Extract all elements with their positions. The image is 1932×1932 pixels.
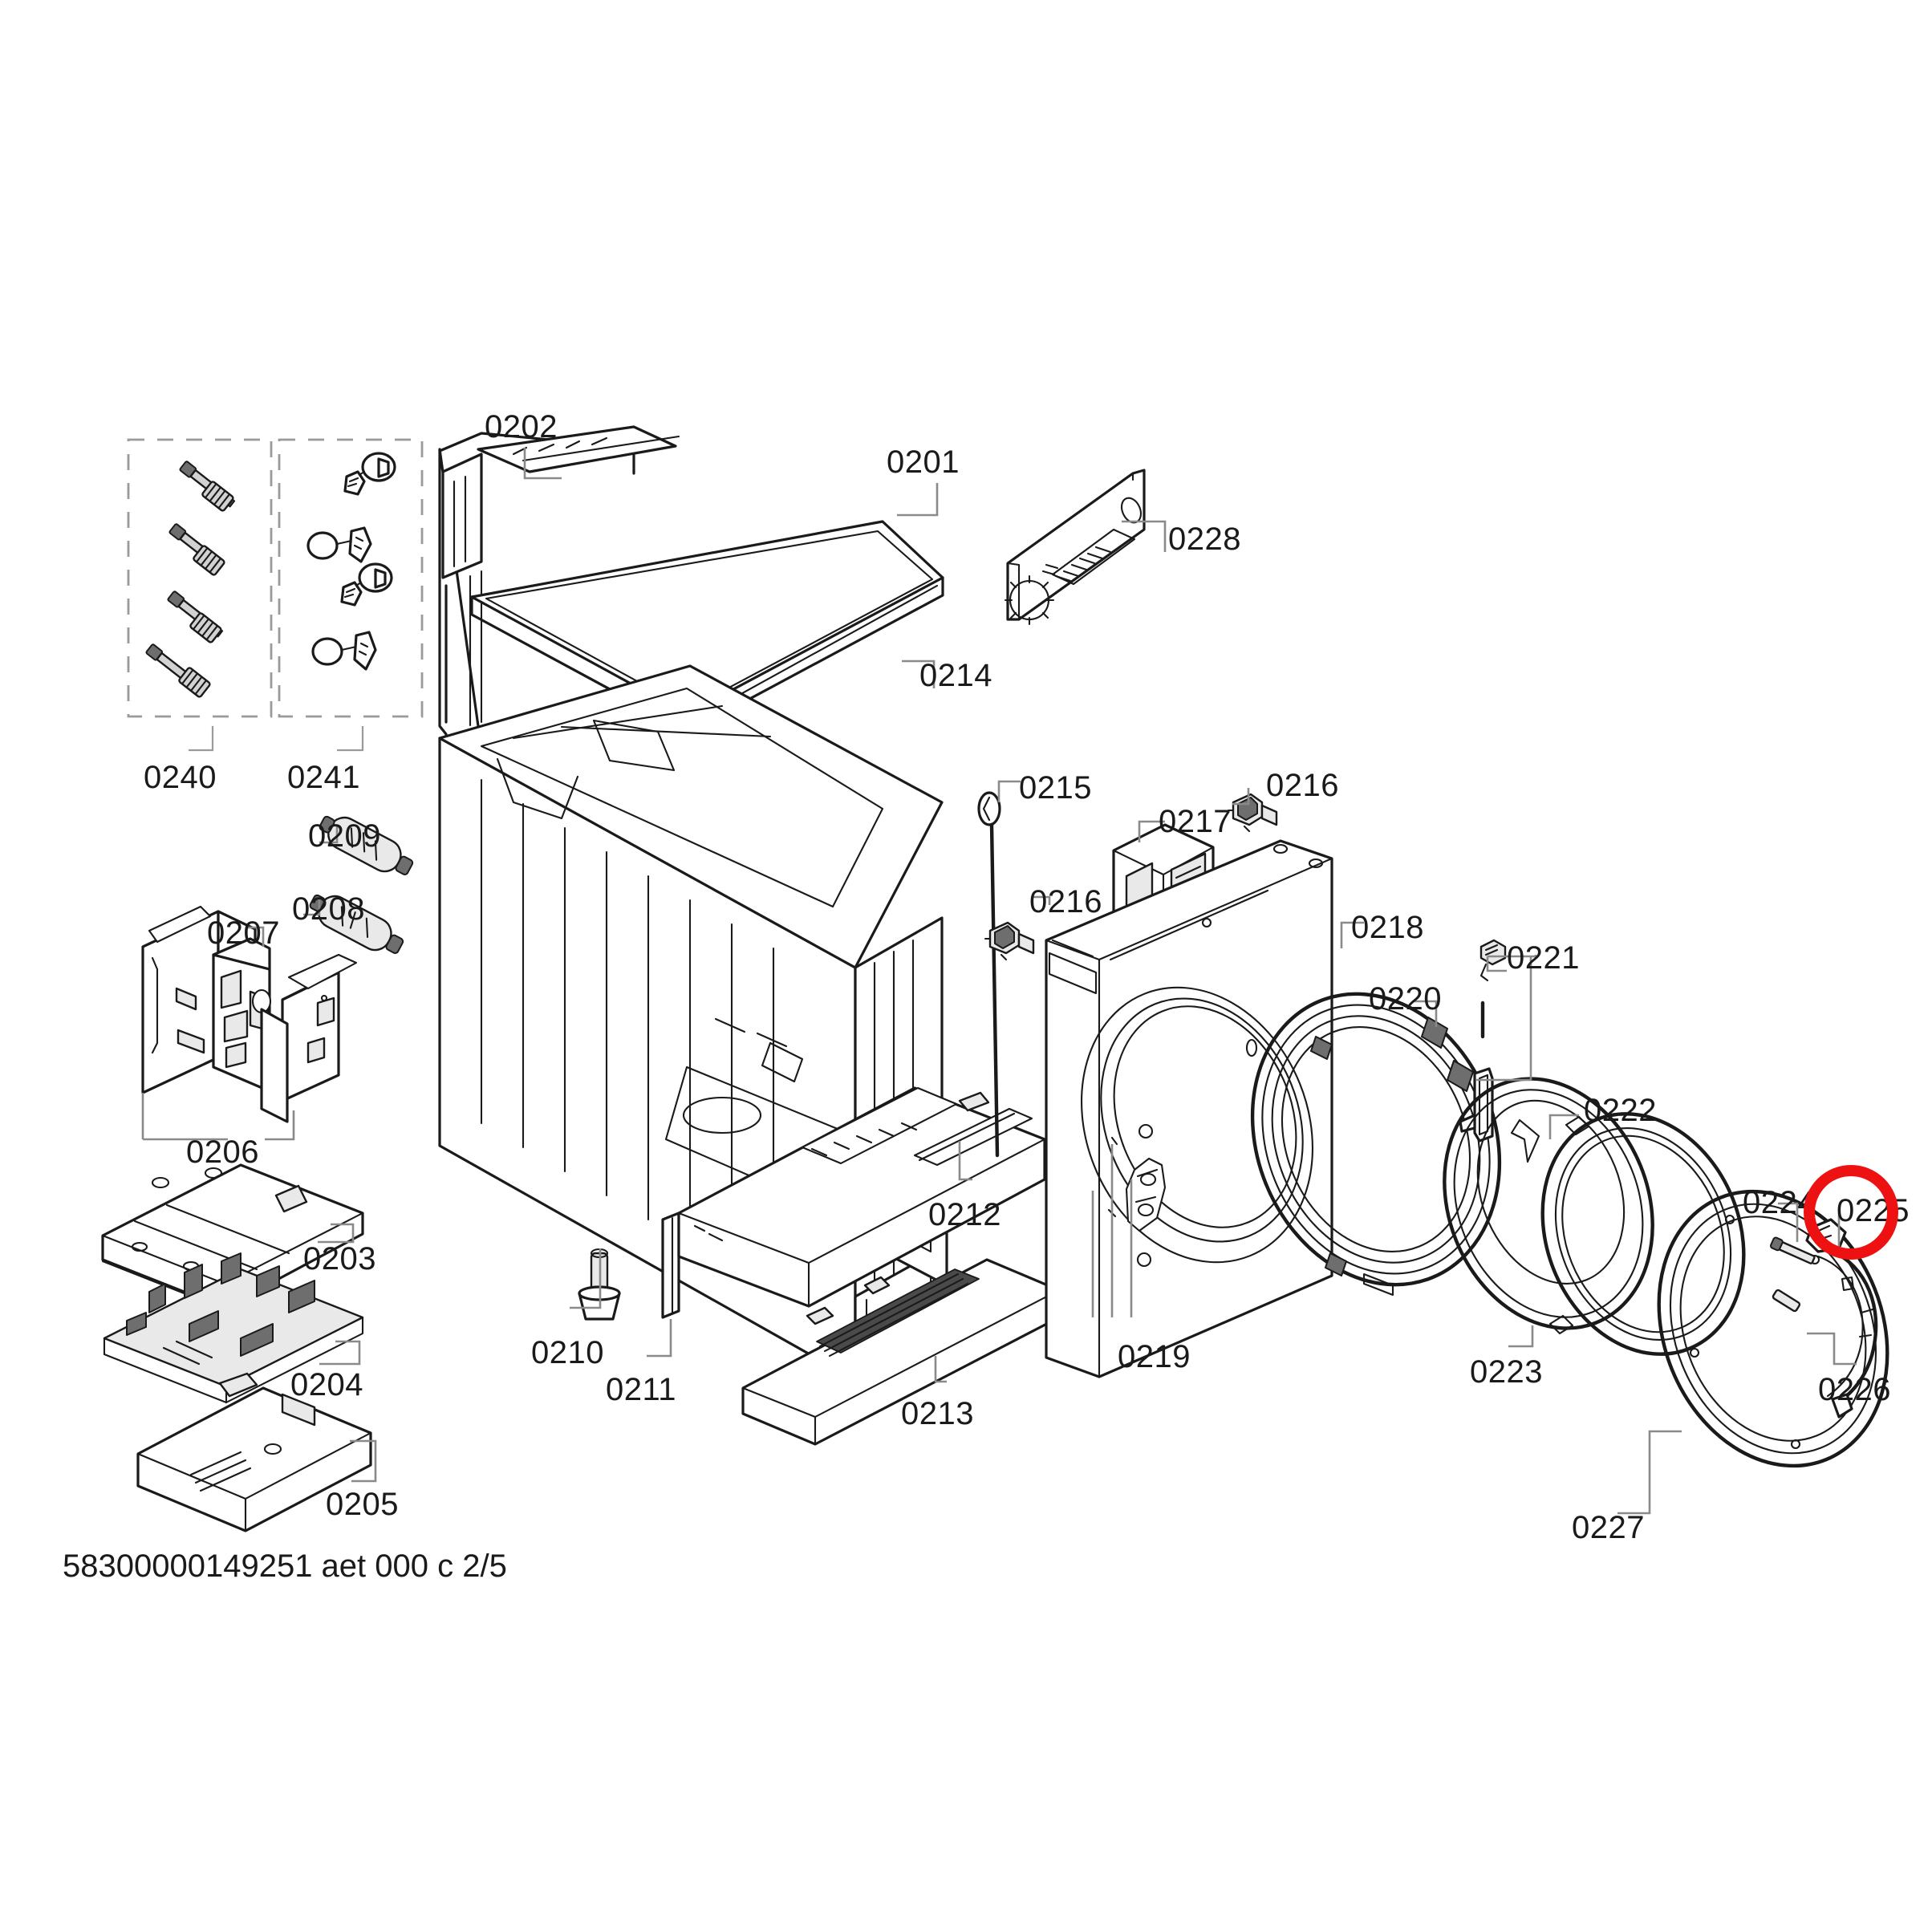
part-label-0214: 0214 — [919, 658, 992, 693]
part-label-0220: 0220 — [1369, 981, 1442, 1017]
part-label-0226: 0226 — [1818, 1372, 1891, 1407]
part-label-0206: 0206 — [186, 1134, 259, 1170]
part-label-0211: 0211 — [606, 1372, 677, 1407]
part-label-0240: 0240 — [144, 760, 217, 795]
part-label-0228: 0228 — [1168, 522, 1241, 557]
part-label-0223: 0223 — [1470, 1354, 1543, 1390]
part-label-0216-upper: 0216 — [1266, 768, 1339, 803]
part-label-0205: 0205 — [326, 1487, 399, 1522]
door-inner-frame-part — [1657, 1189, 1889, 1468]
part-label-0227: 0227 — [1572, 1510, 1645, 1545]
part-label-0201: 0201 — [887, 444, 960, 480]
drawing-code-footer: 58300000149251 aet 000 c 2/5 — [63, 1548, 507, 1584]
lock-rod-part — [977, 791, 1001, 1158]
part-label-0215: 0215 — [1019, 770, 1092, 806]
part-label-0222: 0222 — [1584, 1093, 1657, 1128]
part-label-0203: 0203 — [303, 1241, 376, 1276]
control-fascia-part — [1004, 469, 1146, 626]
part-label-0209: 0209 — [308, 818, 381, 854]
part-label-0207: 0207 — [207, 915, 280, 951]
front-panel-part — [1045, 839, 1333, 1378]
part-label-0218: 0218 — [1351, 910, 1424, 945]
leader-lines — [141, 448, 1857, 1515]
plinth-cover-part — [741, 1258, 1061, 1446]
hinge-bracket-lower-part — [984, 921, 1035, 961]
capacitor-parts — [309, 815, 414, 955]
part-label-0241: 0241 — [287, 760, 360, 795]
transit-bolt-kit-box — [127, 438, 273, 752]
part-label-0212: 0212 — [928, 1197, 1001, 1232]
part-label-0204: 0204 — [290, 1367, 363, 1402]
part-label-0217: 0217 — [1159, 804, 1232, 839]
part-label-0221: 0221 — [1507, 940, 1580, 976]
transit-cap-kit-box — [278, 438, 424, 752]
part-label-0202: 0202 — [485, 409, 558, 444]
part-label-0224: 0224 — [1743, 1185, 1816, 1220]
part-label-0219: 0219 — [1118, 1339, 1191, 1374]
detergent-drawer-parts — [141, 905, 358, 1123]
part-label-0213: 0213 — [901, 1396, 974, 1431]
side-trim-part — [661, 1212, 680, 1319]
part-label-0225: 0225 — [1837, 1193, 1910, 1228]
door-outer-ring-part — [1250, 992, 1502, 1297]
part-label-0208: 0208 — [292, 891, 365, 927]
door-hinge-parts — [1769, 1218, 1878, 1419]
part-label-0216-lower: 0216 — [1029, 884, 1102, 919]
plinth-frame-part — [677, 1086, 1046, 1308]
module-stack-parts — [101, 1163, 372, 1532]
door-glass-part — [1443, 1077, 1654, 1330]
part-label-0210: 0210 — [531, 1335, 604, 1370]
